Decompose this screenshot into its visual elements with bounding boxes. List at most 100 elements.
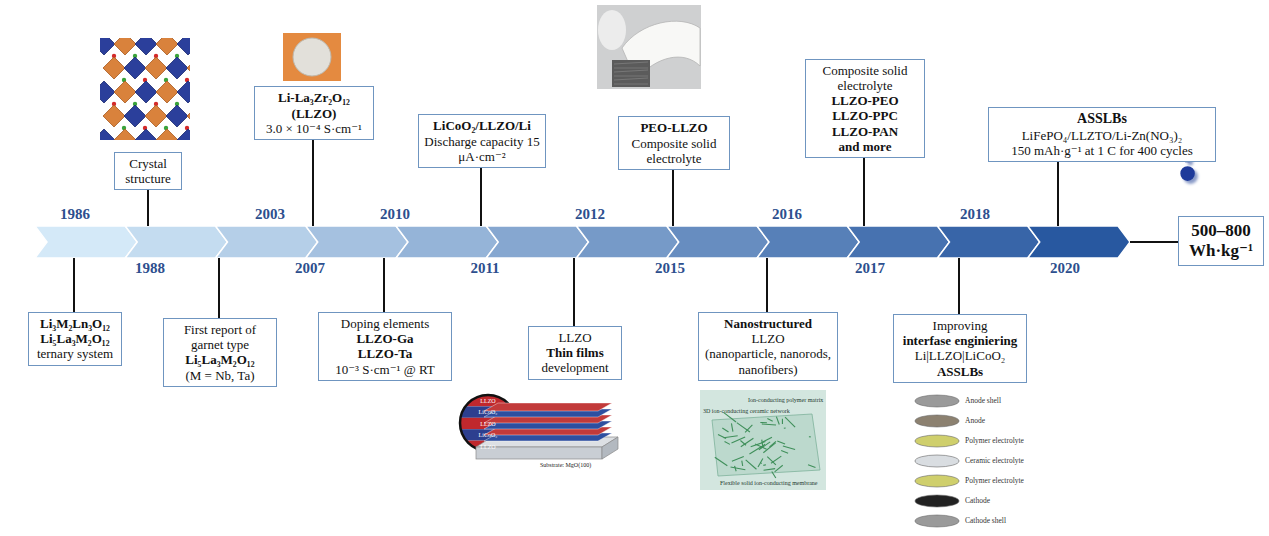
ceramic-fiber — [731, 423, 732, 431]
ceramic-fiber — [775, 465, 783, 472]
sem-texture — [614, 76, 648, 77]
box-text: LLZO-Ta — [323, 346, 447, 361]
year-label: 2011 — [470, 261, 499, 276]
milestone-box: Crystal structure — [114, 152, 182, 190]
timeline-chevron — [486, 226, 588, 258]
milestone-box: LLZOThin filmsdevelopment — [528, 326, 622, 380]
milestone-box: Li₃M₂Ln₃O₁₂Li₅La₃M₂O₁₂ternary system — [28, 312, 122, 366]
octahedron-shape — [114, 129, 136, 140]
octahedron-shape — [124, 105, 146, 127]
sem-inset — [612, 60, 650, 87]
year-label: 2012 — [575, 207, 605, 222]
box-text: 10⁻³ S·cm⁻¹ @ RT — [323, 362, 447, 377]
ceramic-fiber — [776, 417, 779, 425]
box-text: and more — [810, 139, 920, 154]
octahedron-shape — [135, 81, 157, 103]
box-text: Crystal structure — [119, 156, 177, 186]
ceramic-fiber — [759, 442, 770, 450]
timeline-chevron — [847, 226, 949, 258]
box-text: 150 mAh·g⁻¹ at 1 C for 400 cycles — [993, 143, 1211, 158]
box-text: Composite solid electrolyte — [810, 63, 920, 93]
ceramic-fiber — [745, 425, 752, 432]
ceramic-fiber — [764, 469, 776, 471]
timeline-chevron — [396, 226, 498, 258]
crystal-structure-picture — [100, 38, 190, 140]
octahedron-shape — [166, 57, 188, 79]
ceramic-fiber — [763, 464, 766, 466]
timeline-chevron — [306, 226, 408, 258]
cell-layer — [915, 415, 959, 427]
glove-shape — [598, 10, 626, 50]
ceramic-fiber — [770, 441, 776, 447]
milestone-box: Improvinginterfase enginieringLi|LLZO|Li… — [893, 314, 1027, 383]
leader-line — [573, 258, 575, 326]
box-text: (M = Nb, Ta) — [168, 368, 272, 383]
membrane-picture — [700, 390, 826, 490]
octahedron-shape — [100, 81, 115, 103]
box-text: LiCoO₂/LLZO/Li — [423, 118, 541, 133]
octahedron-shape — [156, 129, 178, 140]
sem-texture — [614, 70, 648, 72]
year-label: 1988 — [135, 261, 165, 276]
milestone-box: LiCoO₂/LLZO/LiDischarge capacity 15 μA·c… — [418, 114, 546, 168]
box-text: LiFePO₄/LLZTO/Li-Zn(NO₃)₂ — [993, 128, 1211, 143]
timeline-chevron — [216, 226, 318, 258]
box-text: Li|LLZO|LiCoO₂ — [898, 348, 1022, 363]
octahedron-shape — [103, 57, 125, 79]
ceramic-fiber — [809, 436, 811, 437]
ceramic-fiber — [724, 436, 738, 438]
octahedron-shape — [135, 129, 157, 140]
leader-line — [480, 168, 482, 226]
box-text: PEO-LLZO — [623, 120, 725, 135]
layer-label: LiCoO₂ — [479, 432, 498, 438]
box-text: ASSLBs — [993, 111, 1211, 127]
film-layer — [484, 403, 612, 411]
box-text: LLZO-Ga — [323, 331, 447, 346]
octahedron-shape — [114, 38, 136, 55]
milestone-box: PEO-LLZOComposite solid electrolyte — [618, 116, 730, 170]
timeline-chevron — [577, 226, 679, 258]
pellet-photo — [283, 33, 341, 81]
ceramic-fiber — [762, 424, 776, 425]
ceramic-fiber — [725, 441, 730, 444]
box-text: Li₅La₃M₂O₁₂ — [33, 331, 117, 346]
timeline-chevron — [938, 226, 1040, 258]
box-text: Discharge capacity 15 μA·cm⁻² — [423, 134, 541, 164]
layer-name: Polymer electrolyte — [965, 477, 1024, 485]
cell-layer — [915, 515, 959, 527]
ceramic-fiber — [731, 467, 746, 470]
milestone-box: NanostructuredLLZO(nanoparticle, nanorod… — [698, 312, 838, 381]
milestone-box: Composite solid electrolyteLLZO-PEOLLZO-… — [805, 59, 925, 158]
year-label: 2007 — [295, 261, 325, 276]
sem-texture — [614, 68, 648, 69]
cell-layer — [915, 495, 959, 507]
leader-line — [766, 258, 768, 312]
octahedron-shape — [177, 38, 190, 55]
milestone-box: ASSLBsLiFePO₄/LLZTO/Li-Zn(NO₃)₂150 mAh·g… — [988, 107, 1216, 162]
substrate-side — [602, 437, 618, 459]
milestone-box: Doping elementsLLZO-GaLLZO-Ta10⁻³ S·cm⁻¹… — [318, 312, 452, 381]
ceramic-fiber — [782, 419, 783, 424]
leader-line — [73, 258, 75, 312]
box-text: Improving — [898, 318, 1022, 333]
ceramic-fiber — [783, 446, 795, 450]
leader-line — [672, 170, 674, 226]
figure-label: Flexible solid ion-conducting membrane — [720, 480, 817, 486]
layer-name: Anode shell — [965, 397, 1001, 405]
leader-line — [147, 190, 149, 226]
octahedron-shape — [156, 38, 178, 55]
pellet-disc — [293, 38, 331, 76]
sem-texture — [614, 78, 648, 80]
leader-line — [383, 258, 385, 312]
box-text: development — [533, 360, 617, 375]
octahedron-shape — [100, 38, 115, 55]
octahedron-shape — [114, 81, 136, 103]
box-text: 500–800 Wh·kg⁻¹ — [1182, 221, 1260, 261]
figure-label: 3D ion-conducting ceramic network — [703, 408, 790, 414]
octahedron-shape — [103, 105, 125, 127]
cell-layer — [915, 395, 959, 407]
ceramic-fiber — [767, 457, 776, 465]
ceramic-fiber — [732, 457, 744, 462]
layer-label: LLZO — [480, 444, 495, 450]
